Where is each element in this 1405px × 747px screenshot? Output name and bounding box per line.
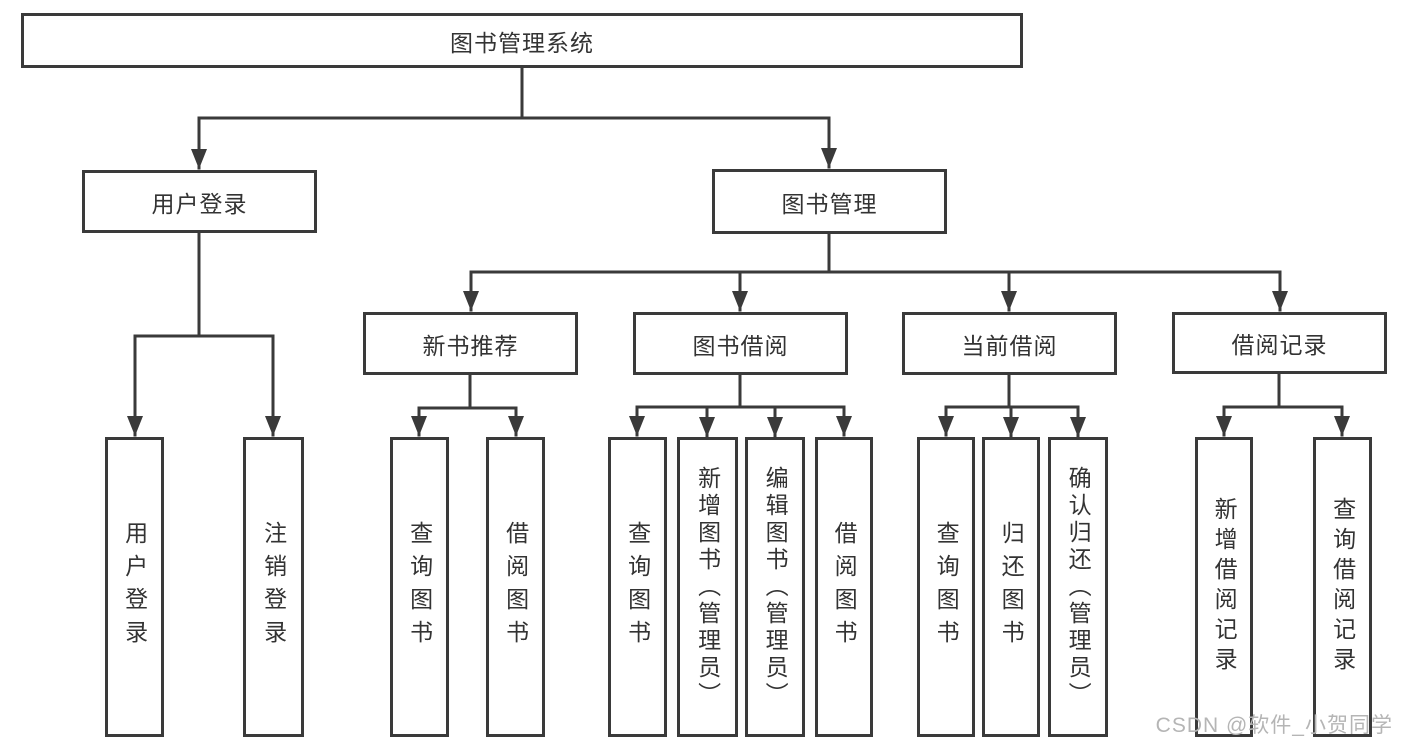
wire-bookborrow-split: [635, 373, 846, 409]
wire-currentborrow-split: [944, 373, 1080, 409]
node-book-borrow: 图书借阅: [633, 312, 848, 375]
node-new-book-recommend: 新书推荐: [363, 312, 578, 375]
leaf-bb-add-books-admin: 新增图书（管理员）: [677, 437, 738, 737]
leaf-nbr-borrow-books: 借阅图书: [486, 437, 545, 737]
leaf-nbr-borrow-books-label: 借阅图书: [502, 521, 529, 653]
leaf-user-login-label: 用户登录: [121, 521, 148, 653]
node-library-system: 图书管理系统: [21, 13, 1023, 68]
leaf-br-add-borrow-record-label: 新增借阅记录: [1211, 497, 1238, 677]
csdn-watermark: CSDN @软件_小贺同学: [1155, 714, 1393, 737]
leaf-bb-edit-books-admin: 编辑图书（管理员）: [745, 437, 805, 737]
wire-borrowrecords-split: [1222, 372, 1344, 409]
leaf-bb-add-books-admin-label: 新增图书（管理员）: [694, 465, 721, 709]
leaf-br-query-borrow-record-label: 查询借阅记录: [1329, 497, 1356, 677]
wire-root-split: [197, 66, 831, 120]
leaf-bb-query-books-label: 查询图书: [624, 521, 651, 653]
node-current-borrow: 当前借阅: [902, 312, 1117, 375]
leaf-user-login: 用户登录: [105, 437, 164, 737]
leaf-bb-borrow-books-label: 借阅图书: [831, 521, 858, 653]
leaf-nbr-query-books-label: 查询图书: [406, 521, 433, 653]
wire-userlogin-split: [133, 231, 275, 338]
leaf-cb-query-books-label: 查询图书: [933, 521, 960, 653]
leaf-logout: 注销登录: [243, 437, 304, 737]
leaf-bb-query-books: 查询图书: [608, 437, 667, 737]
node-borrow-records: 借阅记录: [1172, 312, 1387, 374]
leaf-cb-return-books: 归还图书: [982, 437, 1040, 737]
leaf-cb-confirm-return-admin-label: 确认归还（管理员）: [1065, 465, 1092, 709]
leaf-bb-borrow-books: 借阅图书: [815, 437, 873, 737]
leaf-nbr-query-books: 查询图书: [390, 437, 449, 737]
leaf-bb-edit-books-admin-label: 编辑图书（管理员）: [762, 465, 789, 709]
node-book-management: 图书管理: [712, 169, 947, 234]
leaf-cb-confirm-return-admin: 确认归还（管理员）: [1048, 437, 1108, 737]
leaf-cb-query-books: 查询图书: [917, 437, 975, 737]
node-user-login: 用户登录: [82, 170, 317, 233]
wire-bookmgmt-split: [469, 232, 1282, 274]
leaf-cb-return-books-label: 归还图书: [998, 521, 1025, 653]
leaf-logout-label: 注销登录: [260, 521, 287, 653]
leaf-br-add-borrow-record: 新增借阅记录: [1195, 437, 1253, 737]
leaf-br-query-borrow-record: 查询借阅记录: [1313, 437, 1372, 737]
wire-newbook-split: [417, 373, 518, 410]
